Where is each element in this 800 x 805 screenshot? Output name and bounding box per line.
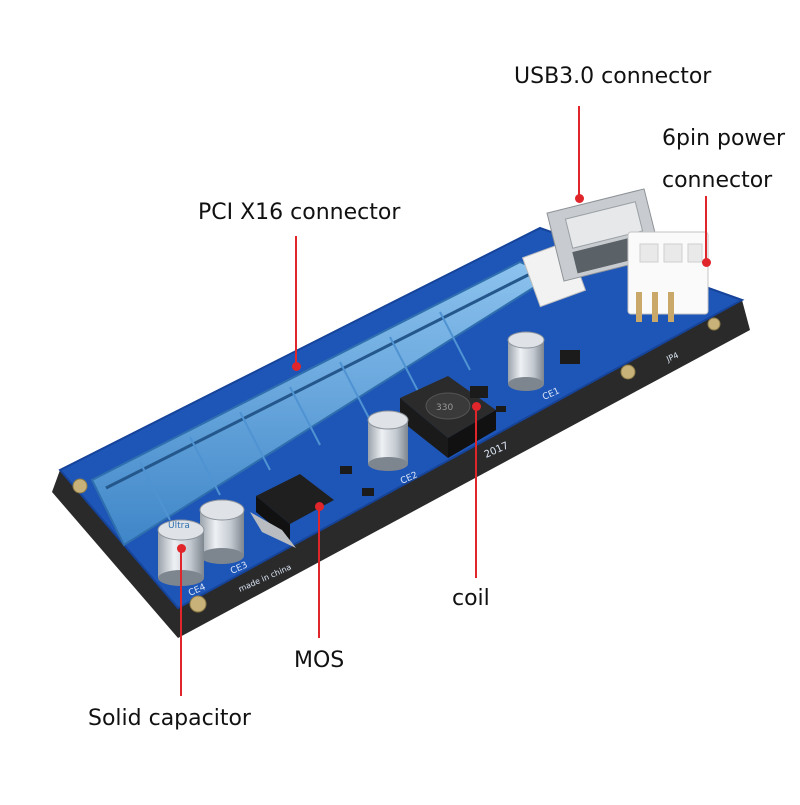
label-coil: coil xyxy=(452,586,490,611)
mounting-holes xyxy=(72,317,721,613)
leader-coil xyxy=(475,406,477,578)
label-capacitor: Solid capacitor xyxy=(88,706,251,731)
leader-mos-dot xyxy=(315,502,324,511)
capacitor-ce2 xyxy=(367,410,409,471)
coil-mark: 330 xyxy=(436,403,453,413)
mos xyxy=(250,474,334,548)
leader-mos xyxy=(318,506,320,638)
label-power-1: 6pin power xyxy=(662,126,786,151)
leader-power xyxy=(705,196,707,262)
cap-brand-text: Ultra xyxy=(168,521,190,531)
leader-pci xyxy=(295,236,297,366)
label-usb: USB3.0 connector xyxy=(514,64,712,89)
label-pci: PCI X16 connector xyxy=(198,200,401,225)
capacitor-ce4 xyxy=(507,331,545,391)
capacitor-ce1 xyxy=(199,499,245,564)
leader-capacitor-dot xyxy=(177,544,186,553)
leader-capacitor xyxy=(180,548,182,696)
leader-usb-dot xyxy=(575,194,584,203)
leader-power-dot xyxy=(702,258,711,267)
leader-usb xyxy=(578,106,580,198)
coil xyxy=(400,376,496,458)
pci-slot-ribs xyxy=(139,311,471,521)
small-components xyxy=(340,350,580,496)
leader-coil-dot xyxy=(472,402,481,411)
label-mos: MOS xyxy=(294,648,345,673)
leader-pci-dot xyxy=(292,362,301,371)
label-power-2: connector xyxy=(662,168,773,193)
power-connector xyxy=(627,231,709,322)
